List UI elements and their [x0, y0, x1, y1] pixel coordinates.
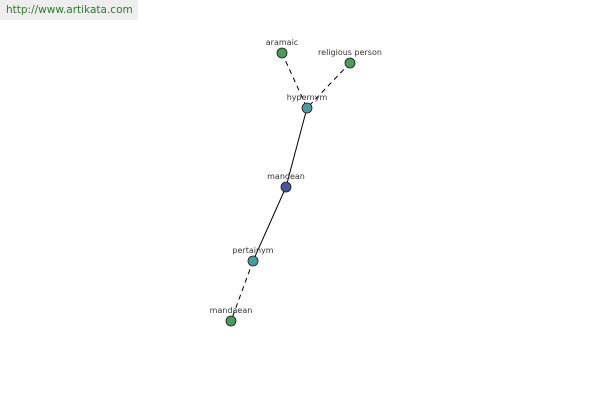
edge-religious-person-hypernym [306, 62, 351, 109]
node-dot-aramaic[interactable] [276, 47, 288, 59]
node-dot-religious-person[interactable] [344, 57, 356, 69]
node-label-mandean-center[interactable]: mandean [267, 172, 305, 181]
node-religious-person[interactable]: religious person [318, 48, 382, 69]
node-aramaic[interactable]: aramaic [266, 38, 298, 59]
node-label-pertainym[interactable]: pertainym [232, 246, 273, 255]
edge-aramaic-hypernym [281, 52, 308, 109]
node-label-mandaean[interactable]: mandaean [210, 306, 253, 315]
node-dot-mandean-center[interactable] [280, 181, 292, 193]
node-hypernym[interactable]: hypernym [287, 93, 328, 114]
site-link[interactable]: http://www.artikata.com [6, 4, 133, 16]
node-dot-mandaean[interactable] [225, 315, 237, 327]
site-link-box[interactable]: http://www.artikata.com [0, 0, 138, 20]
edge-hypernym-mandean-center [285, 107, 308, 188]
node-label-hypernym[interactable]: hypernym [287, 93, 328, 102]
edge-pertainym-mandaean [230, 260, 254, 322]
node-label-aramaic[interactable]: aramaic [266, 38, 298, 47]
node-mandean-center[interactable]: mandean [267, 172, 305, 193]
node-dot-pertainym[interactable] [247, 255, 259, 267]
graph-nodes: aramaic religious person hypernym mandean pe… [210, 38, 382, 327]
graph-edges [230, 52, 351, 322]
node-label-religious-person[interactable]: religious person [318, 48, 382, 57]
edge-mandean-center-pertainym [252, 186, 287, 262]
node-pertainym[interactable]: pertainym [232, 246, 274, 267]
node-mandaean[interactable]: mandaean [210, 306, 253, 327]
node-dot-hypernym[interactable] [301, 102, 313, 114]
